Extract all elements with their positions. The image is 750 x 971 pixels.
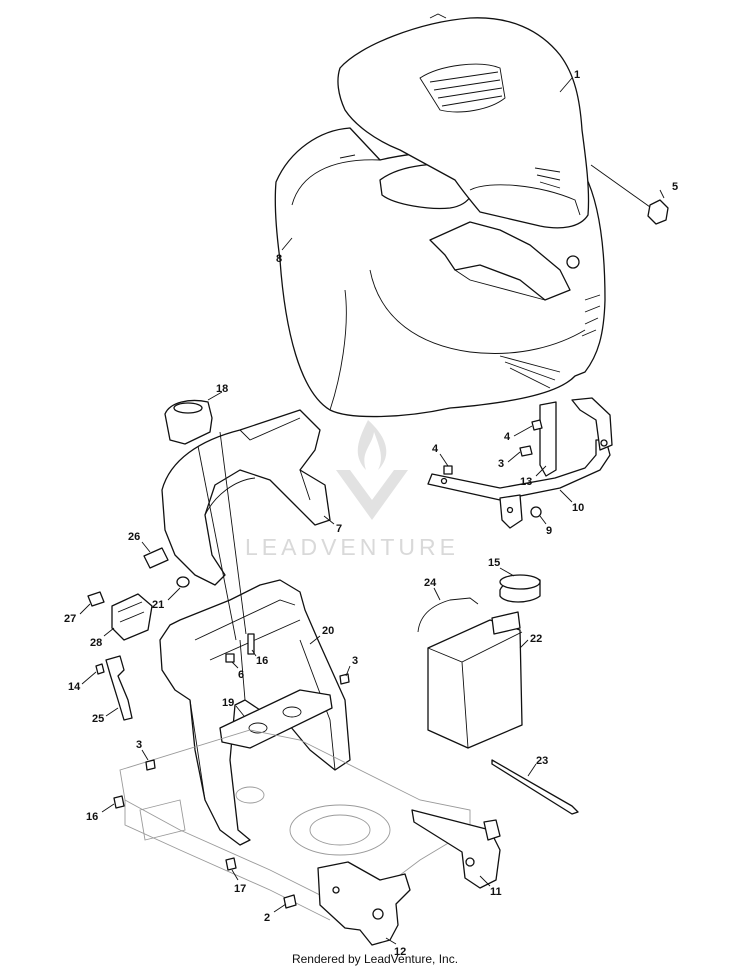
switch-parts xyxy=(87,547,190,721)
callout-16a: 16 xyxy=(251,649,268,667)
svg-text:18: 18 xyxy=(216,383,228,395)
callout-25: 25 xyxy=(92,707,119,725)
fuel-parts xyxy=(417,574,579,815)
callout-1: 1 xyxy=(559,69,580,93)
callout-12: 12 xyxy=(385,937,406,958)
callout-7: 7 xyxy=(323,515,342,535)
dash-cap xyxy=(164,399,213,445)
svg-text:3: 3 xyxy=(352,655,358,667)
callout-3b: 3 xyxy=(345,655,358,677)
svg-text:6: 6 xyxy=(238,669,244,681)
svg-text:3: 3 xyxy=(498,458,504,470)
svg-text:17: 17 xyxy=(234,883,246,895)
callout-3a: 3 xyxy=(498,451,521,470)
dash-frame xyxy=(159,579,351,846)
callout-24: 24 xyxy=(424,577,441,601)
callout-14: 14 xyxy=(68,671,97,693)
svg-text:22: 22 xyxy=(530,633,542,645)
callout-23: 23 xyxy=(527,755,548,777)
callout-10: 10 xyxy=(559,489,584,514)
callout-6: 6 xyxy=(231,661,244,681)
svg-text:10: 10 xyxy=(572,502,584,514)
svg-text:11: 11 xyxy=(490,886,502,898)
footer-credit: Rendered by LeadVenture, Inc. xyxy=(291,952,459,966)
svg-text:13: 13 xyxy=(520,476,532,488)
svg-text:2: 2 xyxy=(264,912,270,924)
callout-16b: 16 xyxy=(86,803,115,823)
callout-3c: 3 xyxy=(136,739,149,761)
callout-15: 15 xyxy=(488,557,515,577)
callout-5: 5 xyxy=(659,181,678,199)
cross-bracket xyxy=(219,689,333,749)
dash-panel xyxy=(161,409,331,586)
callout-20: 20 xyxy=(309,625,334,645)
svg-text:28: 28 xyxy=(90,637,102,649)
callout-4b: 4 xyxy=(504,425,533,443)
callout-4a: 4 xyxy=(432,443,449,467)
svg-text:14: 14 xyxy=(68,681,81,693)
front-plate xyxy=(317,861,411,946)
hood-top xyxy=(337,13,590,229)
svg-text:26: 26 xyxy=(128,531,140,543)
callout-8: 8 xyxy=(276,237,293,265)
svg-text:4: 4 xyxy=(432,443,439,455)
svg-text:12: 12 xyxy=(394,946,406,958)
callout-26: 26 xyxy=(128,531,151,553)
svg-text:16: 16 xyxy=(86,811,98,823)
callout-13: 13 xyxy=(520,465,547,488)
callout-28: 28 xyxy=(90,627,115,649)
svg-text:21: 21 xyxy=(152,599,164,611)
svg-text:4: 4 xyxy=(504,431,511,443)
screw-hardware-upper xyxy=(443,419,543,518)
svg-text:23: 23 xyxy=(536,755,548,767)
svg-text:24: 24 xyxy=(424,577,437,589)
callout-27: 27 xyxy=(64,603,91,625)
callout-19: 19 xyxy=(222,697,245,717)
callout-21: 21 xyxy=(152,587,181,611)
callout-9: 9 xyxy=(539,515,552,537)
hardware-lower xyxy=(113,633,350,909)
callout-2: 2 xyxy=(264,903,287,924)
svg-text:25: 25 xyxy=(92,713,104,725)
pin xyxy=(590,164,669,225)
callout-11: 11 xyxy=(479,875,502,898)
svg-text:19: 19 xyxy=(222,697,234,709)
svg-text:3: 3 xyxy=(136,739,142,751)
callout-17: 17 xyxy=(231,869,246,895)
svg-text:1: 1 xyxy=(574,69,580,81)
svg-text:15: 15 xyxy=(488,557,500,569)
svg-text:5: 5 xyxy=(672,181,678,193)
hood-bracket xyxy=(427,397,613,529)
svg-text:20: 20 xyxy=(322,625,334,637)
svg-text:9: 9 xyxy=(546,525,552,537)
svg-text:8: 8 xyxy=(276,253,282,265)
callout-22: 22 xyxy=(519,633,542,649)
svg-text:7: 7 xyxy=(336,523,342,535)
right-bracket xyxy=(411,809,501,889)
watermark-logo xyxy=(336,420,408,520)
svg-text:27: 27 xyxy=(64,613,76,625)
watermark-text: LEADVENTURE xyxy=(245,534,459,560)
tractor-frame xyxy=(119,729,471,921)
callout-18: 18 xyxy=(207,383,228,401)
svg-text:16: 16 xyxy=(256,655,268,667)
